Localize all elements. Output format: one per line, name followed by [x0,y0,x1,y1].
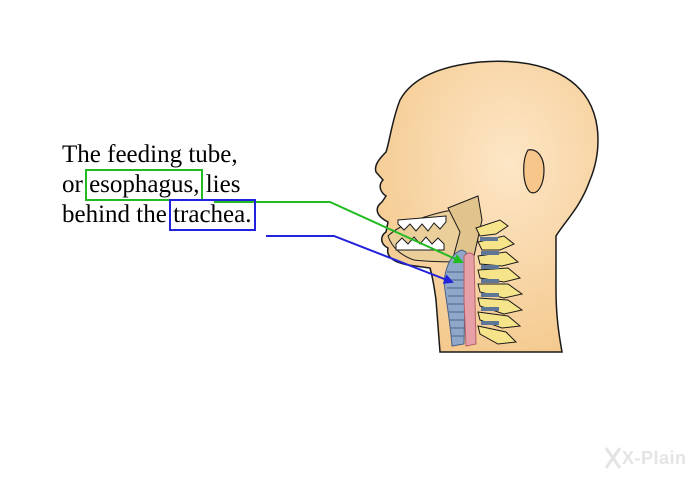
upper-teeth [397,215,447,232]
caption-line-3-prefix: behind the [62,201,174,228]
caption-line-2: or esophagus, lies [62,169,252,201]
trachea-callout-arrow [266,235,454,284]
esophagus [463,252,477,347]
trachea-term: trachea. [169,199,256,231]
trachea-rings [447,271,464,337]
head-silhouette [374,60,599,353]
caption-line-2-prefix: or [62,171,90,198]
esophagus-term: esophagus, [85,169,204,201]
caption: The feeding tube, or esophagus, lies beh… [62,140,256,231]
xplain-logo-mark [604,447,622,469]
caption-line-1: The feeding tube, [62,141,238,168]
spinal-discs [480,237,499,325]
trachea [443,249,467,347]
cervical-spine [475,219,524,345]
caption-line-3: behind the trachea. [62,199,256,231]
caption-line-2-suffix: lies [199,171,241,198]
esophagus-callout-arrow [214,201,464,264]
ear [523,149,545,194]
xplain-logo: X-Plain [622,448,687,468]
